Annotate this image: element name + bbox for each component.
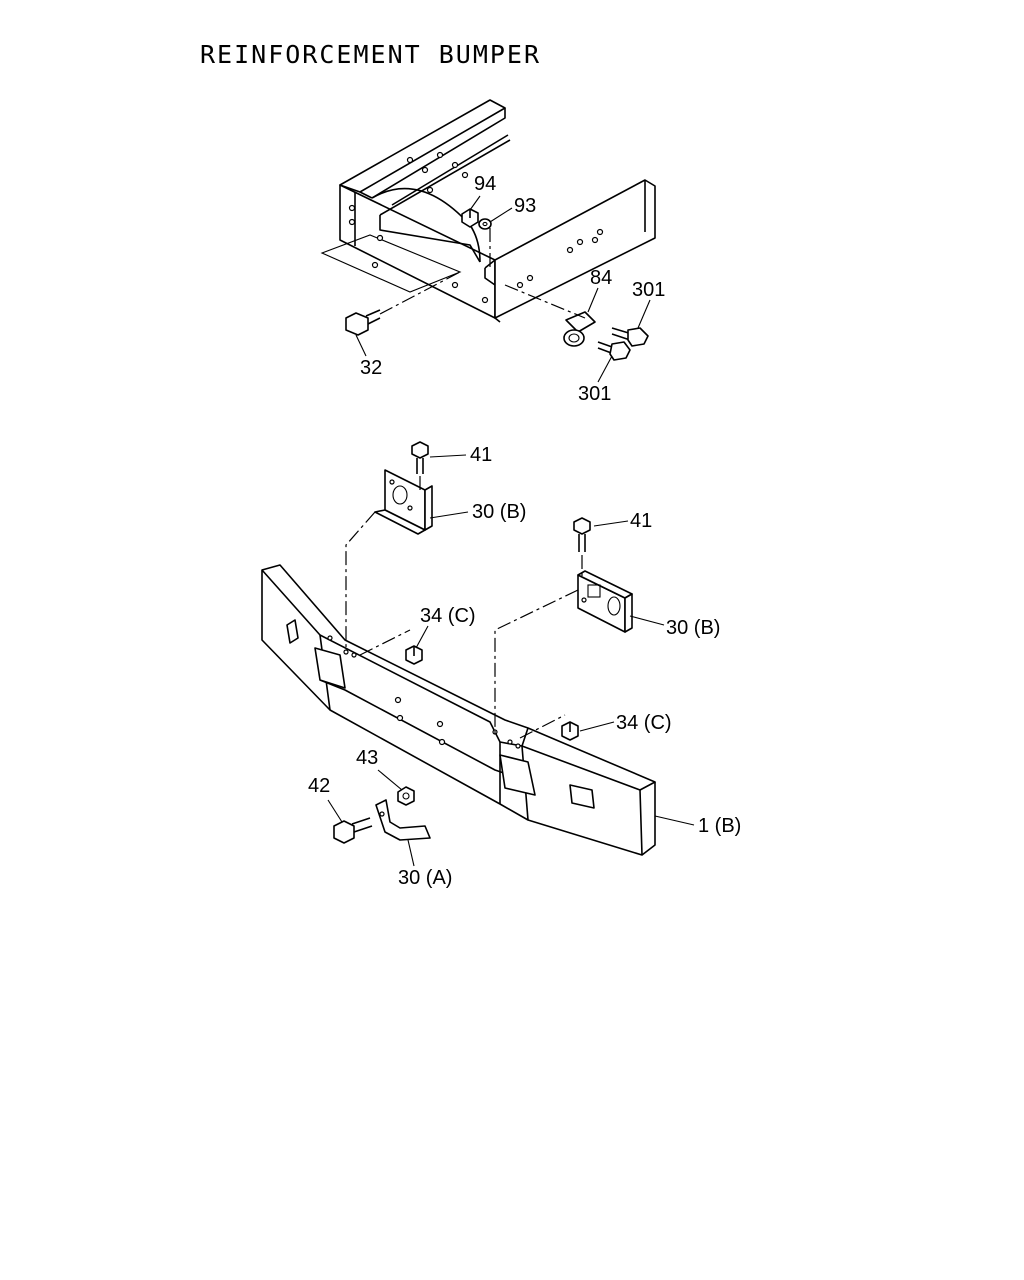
callout-34C-left: 34 (C) (420, 605, 476, 627)
nut-34C-right (561, 721, 579, 741)
callout-301-lower: 301 (578, 383, 611, 405)
tow-hook-84 (563, 311, 596, 347)
bottom-leader-lines (327, 454, 695, 867)
nut-94 (461, 208, 479, 228)
diagram-title: REINFORCEMENT BUMPER (200, 40, 542, 69)
callout-34C-right: 34 (C) (616, 712, 672, 734)
callout-41-right: 41 (630, 510, 652, 532)
callout-32: 32 (360, 357, 382, 379)
callout-301-upper: 301 (632, 279, 665, 301)
nut-43 (397, 786, 415, 806)
bolt-301-lower (597, 341, 631, 361)
bolt-42 (333, 817, 373, 844)
bumper-1B (261, 564, 656, 856)
bolt-41-left (411, 441, 429, 474)
callout-94: 94 (474, 173, 496, 195)
bracket-30A (375, 799, 431, 841)
bolt-32 (345, 309, 381, 336)
callout-84: 84 (590, 267, 612, 289)
callout-93: 93 (514, 195, 536, 217)
callout-labels: 94 93 84 301 301 32 41 30 (B) 41 30 (B) … (308, 173, 741, 889)
bracket-30B-left (374, 469, 433, 535)
callout-1B: 1 (B) (698, 815, 741, 837)
top-leader-lines (355, 195, 651, 383)
bolt-301-upper (611, 327, 649, 347)
callout-41-left: 41 (470, 444, 492, 466)
washer-93 (478, 218, 492, 230)
assembly-dash-lines (345, 511, 579, 739)
chassis-frame (320, 99, 656, 323)
callout-43: 43 (356, 747, 378, 769)
bracket-30B-right (577, 570, 633, 633)
nut-34C-left (405, 645, 423, 665)
callout-30B-right: 30 (B) (666, 617, 720, 639)
callout-30B-left: 30 (B) (472, 501, 526, 523)
callout-42: 42 (308, 775, 330, 797)
bolt-41-right (573, 517, 591, 552)
callout-30A: 30 (A) (398, 867, 452, 889)
